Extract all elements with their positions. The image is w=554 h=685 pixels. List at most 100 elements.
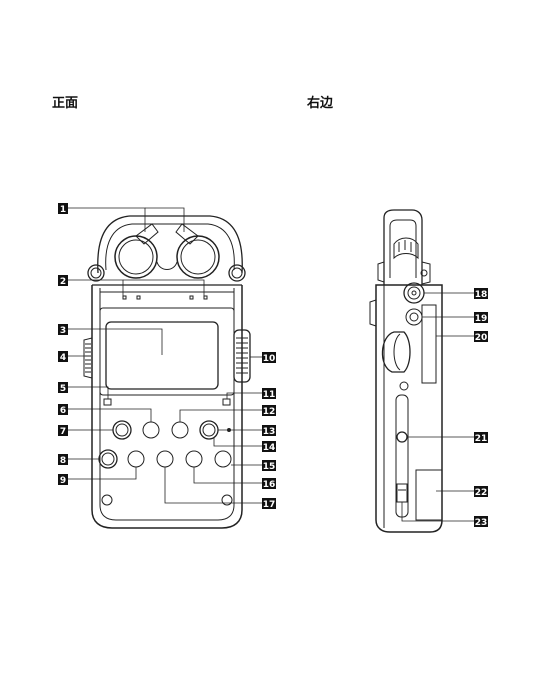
- button-6: [142, 421, 160, 439]
- callout-label-22: 22: [475, 488, 488, 498]
- callout-label-3: 3: [60, 326, 66, 336]
- side-slot: [395, 394, 409, 518]
- jack-19: [405, 308, 423, 326]
- callout-22: 22: [474, 486, 488, 498]
- callout-label-2: 2: [60, 277, 66, 287]
- callout-label-1: 1: [60, 205, 66, 215]
- callout-6: 6: [58, 404, 68, 416]
- callout-box-5: [58, 382, 68, 393]
- callout-box-1: [58, 203, 68, 214]
- callout-label-5: 5: [60, 384, 66, 394]
- callout-label-9: 9: [60, 476, 66, 486]
- callout-5: 5: [58, 382, 68, 394]
- callout-23: 23: [474, 516, 488, 528]
- callout-19: 19: [474, 312, 488, 324]
- callout-box-18: [474, 288, 488, 299]
- callout-label-11: 11: [263, 390, 276, 400]
- left-volume-dial: [83, 337, 93, 379]
- callout-box-4: [58, 351, 68, 362]
- left-microphone: [114, 223, 159, 279]
- button-12: [171, 421, 189, 439]
- callout-box-8: [58, 454, 68, 465]
- front-body-outline: [91, 285, 243, 529]
- callout-label-23: 23: [475, 518, 488, 528]
- callout-box-6: [58, 404, 68, 415]
- screw-right: [221, 494, 233, 506]
- callout-21: 21: [474, 432, 488, 444]
- side-cover-20: [421, 304, 437, 384]
- callout-box-23: [474, 516, 488, 527]
- callout-label-10: 10: [263, 354, 276, 364]
- callout-15: 15: [262, 460, 276, 472]
- side-body-outline: [375, 284, 443, 533]
- led-left-1: [122, 295, 127, 300]
- callout-20: 20: [474, 331, 488, 343]
- callout-11: 11: [262, 388, 276, 400]
- callout-label-14: 14: [263, 443, 276, 453]
- callout-box-19: [474, 312, 488, 323]
- indicator-left: [103, 398, 112, 406]
- callout-8: 8: [58, 454, 68, 466]
- callout-label-17: 17: [263, 500, 276, 510]
- callout-9: 9: [58, 474, 68, 486]
- callout-box-3: [58, 324, 68, 335]
- right-view-heading: 右边: [307, 96, 334, 111]
- button-9: [127, 450, 145, 468]
- callout-box-10: [262, 352, 276, 363]
- callout-label-4: 4: [60, 353, 66, 363]
- button-16: [185, 450, 203, 468]
- callout-label-21: 21: [475, 434, 488, 444]
- callout-box-20: [474, 331, 488, 342]
- led-left-2: [136, 295, 141, 300]
- callout-box-12: [262, 405, 276, 416]
- callout-18: 18: [474, 288, 488, 300]
- guard-knob-left: [87, 264, 105, 282]
- callout-box-21: [474, 432, 488, 443]
- callout-box-7: [58, 425, 68, 436]
- switch-23: [396, 483, 408, 503]
- callout-10: 10: [262, 352, 276, 364]
- callout-label-19: 19: [475, 314, 488, 324]
- callout-7: 7: [58, 425, 68, 437]
- side-leader-lines: [401, 292, 474, 522]
- display-window: [99, 307, 235, 396]
- guard-knob-right: [228, 264, 246, 282]
- callout-label-15: 15: [263, 462, 276, 472]
- callout-box-22: [474, 486, 488, 497]
- side-mic-housing: [383, 209, 423, 285]
- indicator-right: [222, 398, 231, 406]
- callout-label-20: 20: [475, 333, 488, 343]
- callout-label-18: 18: [475, 290, 488, 300]
- callout-box-2: [58, 275, 68, 286]
- button-15: [214, 450, 232, 468]
- side-screw: [399, 381, 409, 391]
- callout-4: 4: [58, 351, 68, 363]
- callout-box-14: [262, 441, 276, 452]
- side-panel-22: [415, 469, 443, 521]
- callout-box-17: [262, 498, 276, 509]
- callout-3: 3: [58, 324, 68, 336]
- callout-label-8: 8: [60, 456, 66, 466]
- callout-label-16: 16: [263, 480, 276, 490]
- display-screen: [105, 321, 219, 390]
- callout-2: 2: [58, 275, 68, 287]
- callout-label-12: 12: [263, 407, 276, 417]
- front-view: [83, 215, 251, 529]
- front-view-heading: 正面: [52, 96, 79, 111]
- right-volume-dial: [233, 329, 251, 383]
- led-right-2: [203, 295, 208, 300]
- screw-left: [101, 494, 113, 506]
- button-17: [156, 450, 174, 468]
- callout-1: 1: [58, 203, 68, 215]
- callout-box-13: [262, 425, 276, 436]
- callout-box-11: [262, 388, 276, 399]
- callout-17: 17: [262, 498, 276, 510]
- right-microphone: [175, 223, 220, 279]
- callout-label-6: 6: [60, 406, 66, 416]
- side-wheel: [381, 331, 411, 373]
- side-view: [369, 209, 443, 533]
- callout-box-16: [262, 478, 276, 489]
- callout-label-7: 7: [60, 427, 66, 437]
